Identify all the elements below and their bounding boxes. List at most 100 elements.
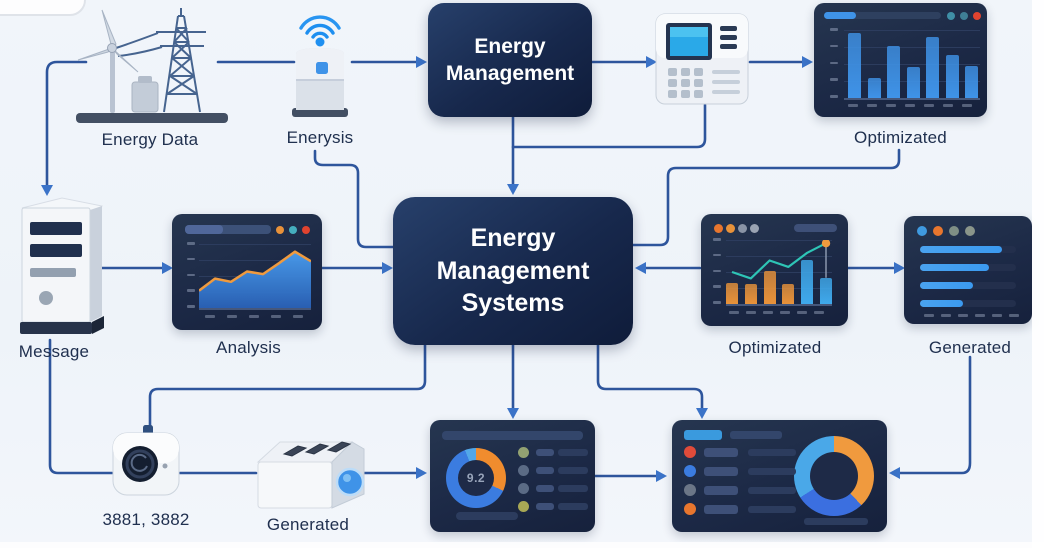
x-axis-tick — [975, 314, 985, 317]
grid-line — [199, 260, 311, 261]
node-ems-line3: Systems — [461, 289, 565, 318]
y-axis-tick — [187, 289, 195, 292]
y-axis-tick — [830, 78, 838, 81]
status-dot — [965, 226, 975, 236]
node-ems-line2: Management — [436, 256, 590, 285]
x-axis-tick — [848, 104, 858, 107]
score-value: 9.2 — [458, 460, 494, 496]
grid-line — [844, 30, 980, 31]
node-energy-management: Energy Management — [428, 3, 592, 117]
label-enerysis: Enerysis — [286, 128, 354, 147]
bar — [965, 66, 978, 98]
progress-fill — [920, 264, 990, 271]
server-icon — [20, 197, 104, 334]
bar — [848, 33, 861, 98]
axis-baseline — [199, 308, 311, 310]
x-axis-tick — [205, 315, 215, 318]
summary-donut-chart — [794, 436, 874, 516]
summary-donut-hole — [810, 452, 858, 500]
axis-baseline — [726, 304, 832, 306]
grid-line — [726, 256, 832, 257]
grid-line — [726, 272, 832, 273]
panel-analysis — [172, 214, 322, 330]
grid-line — [726, 240, 832, 241]
label-energy-data: Energy Data — [101, 130, 199, 149]
label-cameras: 3881, 3882 — [102, 510, 190, 529]
legend-dot — [518, 447, 529, 458]
label-optimizated-mid: Optimizated — [728, 338, 822, 357]
y-axis-tick — [187, 242, 195, 245]
y-axis-tick — [713, 301, 721, 304]
legend-pill — [704, 448, 738, 457]
legend-text-pill — [748, 449, 796, 456]
page-edge-bottom — [0, 542, 1044, 548]
transmission-tower-icon — [76, 8, 228, 123]
battery-box-icon — [131, 76, 159, 113]
legend-pill — [536, 485, 554, 492]
legend-text-pill — [558, 449, 588, 456]
bar — [820, 277, 832, 304]
x-axis-tick — [746, 311, 756, 314]
bar — [744, 283, 757, 304]
legend-text-pill — [558, 503, 588, 510]
status-dot — [302, 226, 310, 234]
legend-text-pill — [748, 506, 796, 513]
bar — [945, 55, 959, 98]
panel-optimizated-mid — [701, 214, 848, 326]
bar — [887, 46, 900, 98]
label-generated-device: Generated — [266, 515, 350, 534]
progress-fill — [920, 246, 1002, 253]
node-energy-management-line2: Management — [445, 62, 575, 85]
x-axis-tick — [249, 315, 259, 318]
grid-line — [726, 288, 832, 289]
bar — [906, 67, 920, 98]
status-dot — [933, 226, 943, 236]
camera-icon — [112, 425, 180, 496]
arrowheads — [41, 56, 905, 482]
x-axis-tick — [797, 311, 807, 314]
legend-dot — [684, 446, 696, 458]
legend-pill — [536, 503, 554, 510]
legend-pill — [704, 486, 738, 495]
label-optimizated-top: Optimizated — [854, 128, 947, 147]
legend-text-pill — [558, 467, 588, 474]
header-bar — [442, 431, 583, 440]
y-axis-tick — [187, 305, 195, 308]
panel-score: 9.2 — [430, 420, 595, 532]
legend-dot — [518, 465, 529, 476]
legend-pill — [536, 467, 554, 474]
x-axis-tick — [867, 104, 877, 107]
y-axis-tick — [830, 44, 838, 48]
legend-dot — [518, 483, 529, 494]
control-panel-icon — [655, 13, 749, 105]
status-dot — [750, 224, 759, 233]
y-axis-tick — [713, 253, 721, 257]
y-axis-tick — [830, 95, 838, 98]
legend-dot — [518, 501, 529, 512]
caption-pill — [456, 512, 518, 520]
legend-pill — [704, 505, 738, 514]
legend-pill — [536, 449, 554, 456]
status-dot — [973, 12, 981, 20]
bar — [763, 271, 776, 304]
node-energy-management-systems: Energy Management Systems — [393, 197, 633, 345]
status-dot — [726, 224, 735, 233]
axis-baseline — [844, 98, 980, 100]
x-axis-tick — [814, 311, 824, 314]
wifi-icon — [299, 15, 341, 39]
label-generated-mid: Generated — [928, 338, 1012, 357]
legend-dot — [684, 484, 696, 496]
page-edge-right — [1032, 0, 1044, 548]
x-axis-tick — [729, 311, 739, 314]
x-axis-tick — [962, 104, 972, 107]
x-axis-tick — [924, 314, 934, 317]
y-axis-tick — [713, 269, 721, 272]
x-axis-tick — [271, 315, 281, 318]
legend-dot — [684, 503, 696, 515]
status-dot — [714, 224, 723, 233]
x-axis-tick — [293, 315, 303, 318]
combo-line-chart — [726, 239, 832, 304]
node-ems-line1: Energy — [470, 224, 556, 253]
